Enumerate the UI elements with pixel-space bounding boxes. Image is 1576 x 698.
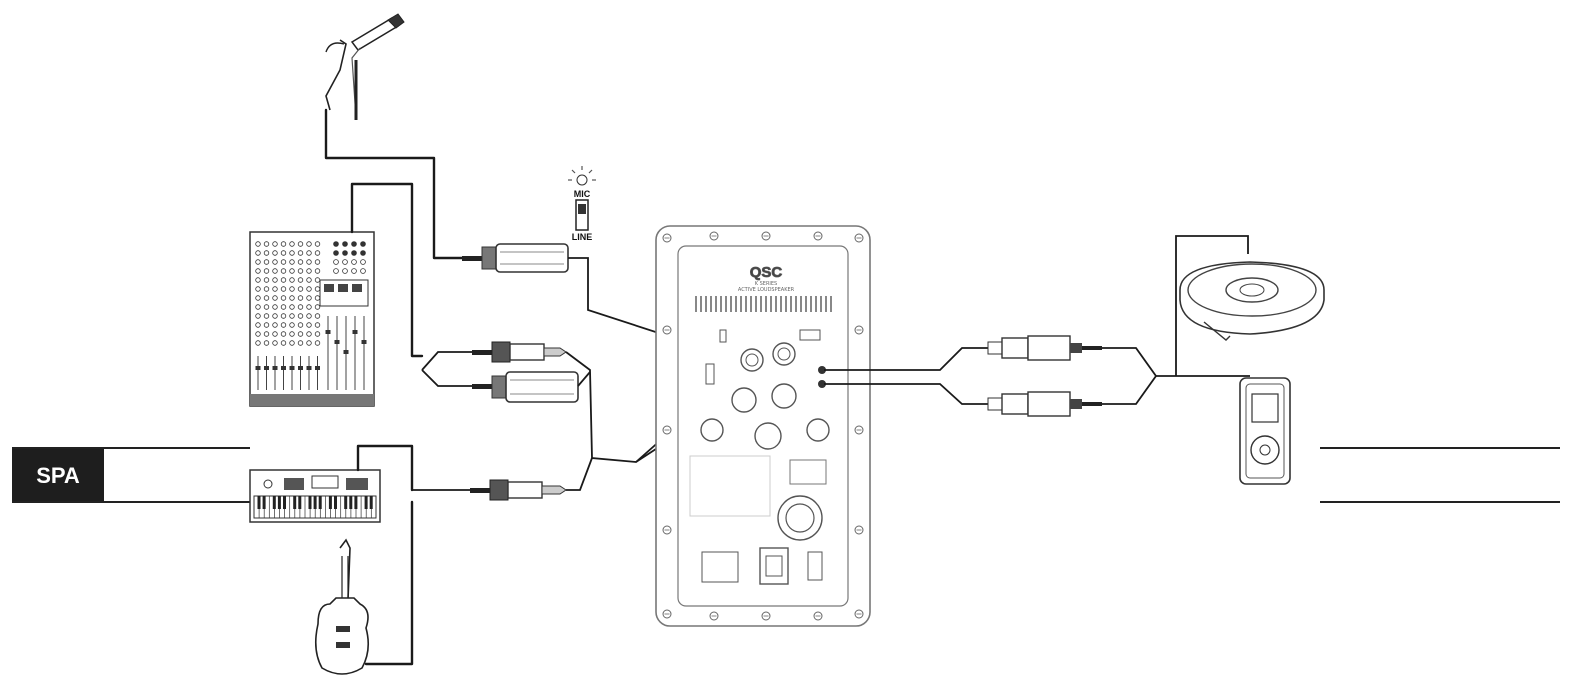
xlr-connector-line — [472, 371, 579, 403]
microphone-icon — [325, 13, 405, 120]
cd-player-icon — [1179, 261, 1325, 341]
section-badge: SPA — [12, 447, 1560, 503]
section-badge-label: SPA — [36, 463, 80, 488]
rca-connector-lower — [987, 391, 1102, 417]
speaker-rear-panel: QSC K SERIES ACTIVE LOUDSPEAKER — [655, 225, 871, 627]
switch-label-mic: MIC — [574, 189, 591, 199]
switch-label-line: LINE — [572, 232, 593, 242]
trs-connector — [472, 341, 567, 363]
section-badge-box — [12, 449, 104, 501]
mic-line-switch: MIC LINE — [568, 166, 596, 242]
ts-connector — [470, 479, 567, 501]
lamp-icon — [568, 166, 596, 186]
mixer-icon — [249, 231, 375, 407]
rca-connector-upper — [987, 335, 1102, 361]
mp3-player-icon — [1239, 377, 1291, 485]
panel-model-line-2: ACTIVE LOUDSPEAKER — [738, 287, 795, 293]
keyboard-icon — [249, 469, 381, 523]
electric-guitar-icon — [314, 538, 370, 675]
panel-brand: QSC — [750, 264, 783, 281]
xlr-connector-mic — [462, 243, 569, 273]
panel-model-line-1: K SERIES — [755, 281, 777, 287]
